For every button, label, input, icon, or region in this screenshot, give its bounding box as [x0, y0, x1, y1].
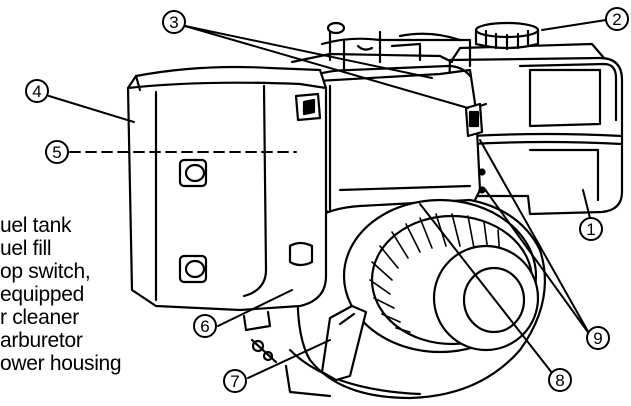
- callout-5: 5: [45, 140, 69, 164]
- legend-item-if-equipped: equipped: [0, 283, 85, 306]
- legend-item-carburetor: arburetor: [0, 329, 83, 352]
- legend-item-fuel-tank: uel tank: [0, 214, 72, 237]
- svg-text:5: 5: [52, 143, 61, 162]
- callout-7: 7: [223, 369, 247, 393]
- callout-9: 9: [586, 326, 610, 350]
- callouts: 1 2 3 4 5 6 7 8: [25, 7, 629, 393]
- svg-text:8: 8: [555, 371, 564, 390]
- fuel-cap: [474, 21, 540, 51]
- callout-4: 4: [25, 79, 49, 103]
- starter-handle: [320, 304, 368, 382]
- legend-item-stop-switch: op switch,: [0, 260, 91, 283]
- callout-1: 1: [579, 217, 603, 241]
- svg-text:1: 1: [586, 220, 595, 239]
- air-cleaner: [126, 65, 328, 312]
- fuel-tank: [446, 42, 624, 216]
- svg-text:3: 3: [169, 13, 178, 32]
- parts-legend: uel tank uel fill op switch, equipped r …: [0, 214, 122, 375]
- svg-text:9: 9: [593, 329, 602, 348]
- svg-text:7: 7: [230, 372, 239, 391]
- legend-item-blower-housing: ower housing: [0, 352, 122, 375]
- callout-3: 3: [162, 10, 186, 34]
- svg-text:2: 2: [612, 10, 621, 29]
- legend-item-air-cleaner: r cleaner: [0, 306, 80, 329]
- callout-2: 2: [605, 7, 629, 31]
- svg-text:4: 4: [32, 82, 41, 101]
- callout-6: 6: [193, 314, 217, 338]
- legend-item-fuel-fill: uel fill: [0, 237, 52, 260]
- callout-8: 8: [548, 368, 572, 392]
- lower-fittings: [242, 310, 278, 364]
- stop-switch: [464, 102, 488, 138]
- flywheel-fan: [342, 198, 540, 354]
- top-linkage: [290, 21, 472, 74]
- svg-text:6: 6: [200, 317, 209, 336]
- leader-lines: [48, 19, 607, 379]
